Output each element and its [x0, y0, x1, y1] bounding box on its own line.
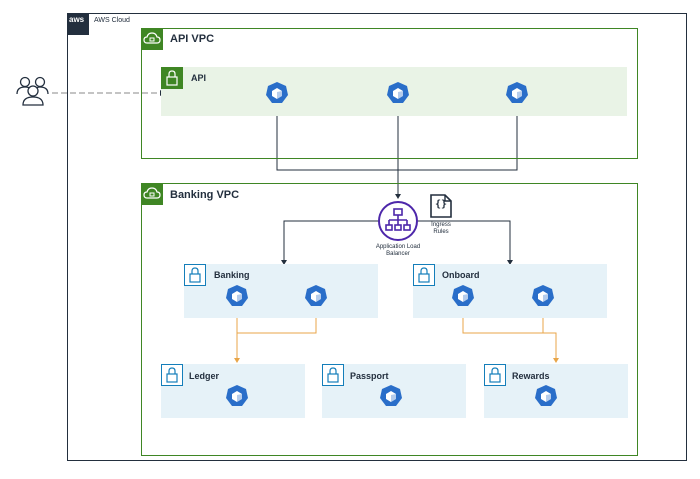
alb-label-line1: Application Load — [375, 244, 421, 250]
api-vpc-title: API VPC — [170, 33, 215, 45]
lock-icon — [484, 364, 506, 386]
kubernetes-pod-icon — [226, 385, 248, 407]
banking-vpc-title: Banking VPC — [170, 189, 240, 201]
api-subnet-title: API — [191, 73, 207, 83]
lock-icon — [184, 264, 206, 286]
kubernetes-pod-icon — [387, 82, 409, 104]
ingress-glyph: {} — [435, 199, 448, 210]
aws-cloud-label: AWS Cloud — [94, 17, 130, 24]
lock-icon — [322, 364, 344, 386]
kubernetes-pod-icon — [532, 285, 554, 307]
onboard-subnet — [413, 264, 607, 318]
rewards-subnet-title: Rewards — [512, 371, 550, 381]
kubernetes-pod-icon — [305, 285, 327, 307]
ingress-rules-icon: {} — [429, 193, 453, 219]
vpc-cloud-icon — [141, 28, 163, 50]
banking-subnet-title: Banking — [214, 270, 250, 280]
vpc-cloud-icon — [141, 183, 163, 205]
load-balancer-icon — [377, 200, 419, 242]
alb-label-line2: Balancer — [386, 251, 410, 257]
rewards-subnet — [484, 364, 628, 418]
banking-vpc — [141, 183, 638, 456]
ledger-subnet-title: Ledger — [189, 371, 220, 381]
onboard-subnet-title: Onboard — [442, 270, 480, 280]
kubernetes-pod-icon — [452, 285, 474, 307]
passport-subnet-title: Passport — [350, 371, 389, 381]
alb-label: Application Load Balancer — [358, 244, 438, 258]
ingress-label-line2: Rules — [433, 229, 449, 235]
kubernetes-pod-icon — [266, 82, 288, 104]
banking-subnet — [184, 264, 378, 318]
users-icon — [15, 73, 51, 107]
lock-icon — [161, 67, 183, 89]
kubernetes-pod-icon — [506, 82, 528, 104]
lock-icon — [161, 364, 183, 386]
kubernetes-pod-icon — [380, 385, 402, 407]
kubernetes-pod-icon — [535, 385, 557, 407]
aws-logo-icon: aws — [67, 13, 89, 35]
ingress-label: Ingress Rules — [420, 222, 462, 236]
api-vpc — [141, 28, 638, 159]
kubernetes-pod-icon — [226, 285, 248, 307]
aws-cloud-boundary — [67, 13, 687, 461]
ingress-label-line1: Ingress — [431, 222, 451, 228]
lock-icon — [413, 264, 435, 286]
